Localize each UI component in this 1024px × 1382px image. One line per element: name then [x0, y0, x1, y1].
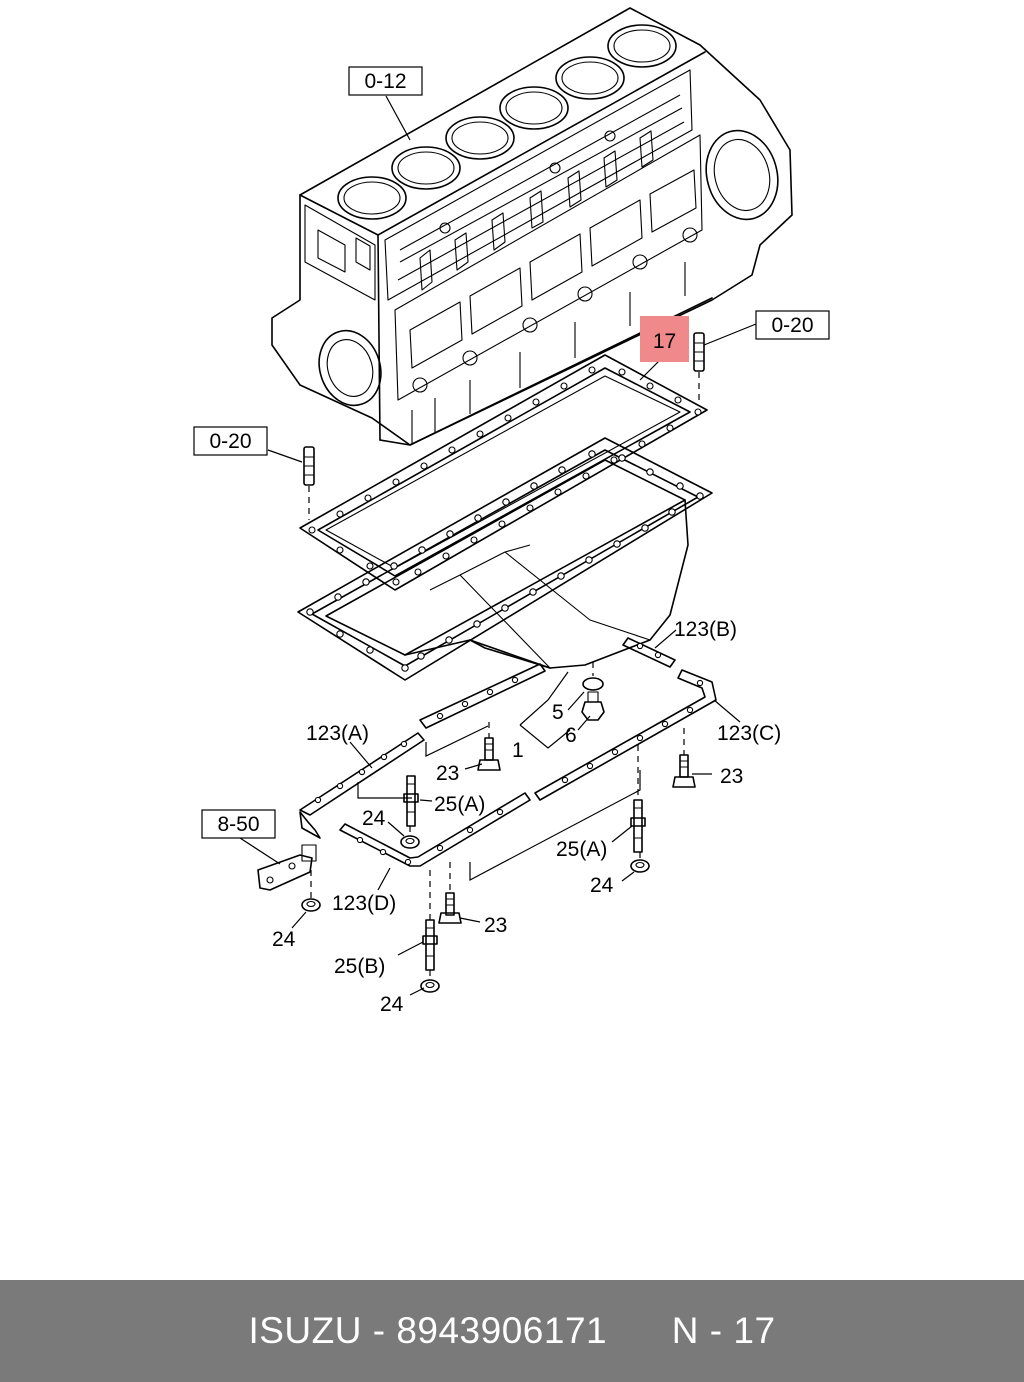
footer-separator: - — [361, 1310, 397, 1351]
svg-text:0-20: 0-20 — [209, 430, 251, 453]
callout-ref-0-20-right[interactable]: 0-20 — [755, 310, 830, 340]
label-6: 6 — [565, 724, 577, 747]
label-123b: 123(B) — [674, 618, 737, 641]
footer-part-number: 8943906171 — [396, 1310, 608, 1351]
footer-section: N - 17 — [671, 1310, 776, 1351]
bolt-23-bottom — [438, 862, 462, 924]
footer-gap — [607, 1310, 672, 1352]
footer-brand: ISUZU — [248, 1310, 362, 1351]
stud-25a-left — [403, 775, 419, 827]
group-brackets — [357, 725, 641, 881]
label-23-bottom: 23 — [484, 914, 507, 937]
label-123a: 123(A) — [306, 722, 369, 745]
label-24-right: 24 — [590, 874, 614, 897]
callout-ref-0-20-left[interactable]: 0-20 — [193, 426, 268, 456]
bolt-23-right — [672, 728, 696, 788]
label-25a-right: 25(A) — [556, 838, 607, 861]
callout-ref-0-12[interactable]: 0-12 — [348, 66, 423, 96]
mounting-bracket — [257, 844, 317, 891]
label-24-center: 24 — [362, 807, 386, 830]
oil-pan-exploded-diagram: 0-12 0-20 0-20 8-50 17 1 5 6 123(A) 123(… — [193, 7, 830, 1016]
oil-pan — [297, 437, 713, 681]
callout-17-highlight[interactable]: 17 — [640, 316, 689, 362]
label-123c: 123(C) — [717, 722, 781, 745]
label-24-bottom: 24 — [380, 993, 404, 1016]
nut-24-left — [301, 870, 321, 912]
stiffener-rail-d — [299, 792, 531, 867]
label-23-right: 23 — [720, 765, 743, 788]
svg-text:8-50: 8-50 — [217, 813, 259, 836]
label-25a-left: 25(A) — [434, 793, 485, 816]
dowel-pin-left — [303, 446, 315, 520]
label-123d: 123(D) — [332, 892, 396, 915]
callout-ref-8-50[interactable]: 8-50 — [201, 809, 276, 839]
label-5: 5 — [552, 701, 564, 724]
gasket-bolt-holes — [308, 366, 702, 586]
drain-plug — [581, 691, 605, 721]
pan-bolt-holes — [306, 450, 704, 672]
svg-text:0-20: 0-20 — [771, 314, 813, 337]
leader-lines — [239, 95, 757, 996]
label-1: 1 — [512, 739, 524, 762]
label-24-left: 24 — [272, 928, 296, 951]
stud-25a-right — [630, 745, 646, 853]
stud-25b — [422, 870, 438, 971]
stiffener-rail-a — [299, 663, 546, 816]
stiffener-rail-b — [622, 637, 676, 668]
bolt-23-top — [477, 722, 501, 771]
oil-pan-gasket — [299, 354, 708, 591]
footer-bar: ISUZU - 8943906171 N - 17 — [0, 1280, 1024, 1382]
nut-24-bottom — [420, 970, 440, 993]
nut-24-center — [400, 826, 420, 849]
label-25b: 25(B) — [334, 955, 385, 978]
stiffener-rail-c — [534, 669, 717, 801]
svg-text:17: 17 — [653, 330, 676, 353]
svg-text:0-12: 0-12 — [364, 70, 406, 93]
label-23-top: 23 — [436, 762, 459, 785]
drain-oring — [582, 662, 604, 691]
dowel-pin-right — [693, 332, 705, 405]
engine-block — [271, 7, 793, 446]
nut-24-right — [630, 852, 650, 873]
